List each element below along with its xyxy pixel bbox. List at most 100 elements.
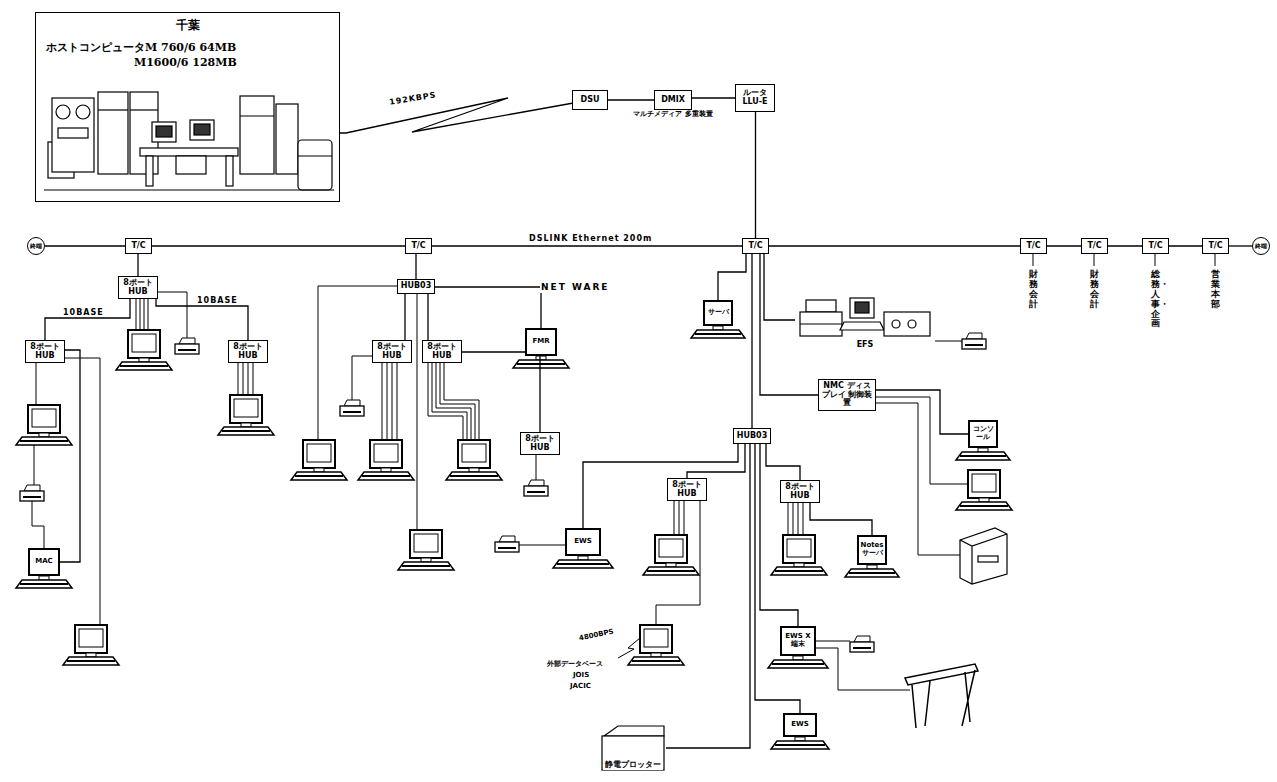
network-cable	[1169, 245, 1202, 246]
tc-box: T/C	[742, 238, 769, 254]
wire	[428, 362, 463, 440]
monitor	[75, 625, 107, 653]
network-cable	[1108, 245, 1142, 246]
node-text: 8ポート HUB	[121, 279, 155, 297]
wire	[397, 362, 398, 440]
computer-room-illustration	[298, 155, 332, 156]
wire	[432, 362, 467, 440]
pen-plotter-illustration	[912, 670, 975, 728]
dsu-box: DSU	[572, 90, 608, 110]
efs-machine-illustration	[840, 322, 884, 330]
hub-box: 8ポート HUB	[667, 478, 707, 501]
computer-room-illustration	[44, 92, 334, 190]
computer-room-illustration	[176, 156, 206, 174]
node-text: T/C	[1026, 242, 1040, 251]
pen-plotter-illustration	[905, 664, 978, 728]
node-text: Notes サーバ	[860, 542, 884, 557]
network-cable	[152, 245, 405, 246]
network-cable	[340, 98, 572, 133]
screen	[32, 409, 56, 427]
keyboard-keys	[775, 570, 823, 572]
network-cable	[666, 444, 750, 748]
screen	[79, 629, 103, 647]
hub-box: HUB03	[397, 279, 435, 294]
terminator: 終端	[1252, 237, 1270, 255]
monitor	[458, 440, 490, 468]
network-cable	[415, 254, 416, 279]
wire	[392, 362, 393, 440]
computer-room-illustration	[56, 105, 70, 119]
node-text: 8ポート HUB	[375, 343, 409, 361]
keyboard	[628, 657, 684, 665]
node-text: T/C	[1208, 242, 1222, 251]
efs-machine-illustration	[806, 300, 836, 312]
screen	[234, 399, 258, 417]
keyboard-keys	[20, 583, 68, 585]
keyboard-keys	[295, 475, 343, 477]
node-text: EFS	[855, 341, 876, 350]
network-os-label: NET WARE	[540, 283, 611, 293]
keyboard-keys	[632, 660, 680, 662]
printer-slot	[23, 496, 41, 498]
network-cable	[435, 287, 541, 328]
line-speed-label: 4800BPS	[578, 628, 616, 643]
computer-room-illustration	[194, 124, 210, 135]
wire	[1155, 254, 1156, 266]
screen	[462, 444, 486, 462]
node-text: 8ポート HUB	[28, 343, 62, 361]
keyboard	[691, 330, 745, 338]
wire	[444, 362, 479, 440]
keyboard	[358, 472, 414, 480]
wire	[248, 362, 249, 395]
keyboard	[116, 362, 172, 370]
screen	[972, 474, 996, 492]
monitor	[968, 470, 1000, 498]
printer	[175, 344, 199, 354]
plotter-illustration	[602, 726, 664, 770]
keyboard	[513, 360, 569, 368]
network-cable	[766, 444, 800, 480]
efs-machine: EFS	[795, 296, 935, 350]
keyboard	[398, 562, 454, 570]
node-text: コンソール	[971, 426, 995, 441]
screen	[414, 534, 438, 552]
wire	[144, 298, 145, 330]
screen	[374, 444, 398, 462]
computer-room-illustration	[140, 148, 238, 156]
efs-machine-illustration	[800, 298, 930, 336]
wire	[417, 294, 418, 530]
node-text: FMR	[532, 338, 549, 346]
wire	[34, 445, 35, 485]
efs-machine-illustration	[800, 312, 842, 336]
computer-room-illustration	[44, 189, 334, 190]
wire	[436, 362, 471, 440]
node-text: 8ポート HUB	[670, 481, 704, 499]
computer-room-illustration	[76, 105, 90, 119]
node-text: サーバ	[708, 309, 729, 317]
network-cable	[692, 97, 735, 98]
network-cable	[45, 299, 130, 340]
hub-box: HUB03	[733, 428, 771, 444]
printer-slot	[527, 491, 545, 493]
wire	[519, 545, 565, 546]
node-text: マルチメディア 多重装置	[633, 111, 712, 119]
wire	[238, 362, 239, 395]
network-cable	[60, 350, 80, 562]
node-text: T/C	[411, 242, 425, 251]
network-cable	[432, 245, 742, 246]
computer-room-illustration	[190, 120, 214, 140]
network-cable	[608, 99, 654, 100]
printer-paper	[179, 338, 195, 344]
wire	[816, 641, 850, 642]
network-cable	[462, 352, 540, 432]
large-printer-illustration	[960, 528, 1007, 584]
keyboard	[768, 660, 828, 668]
node-text: T/C	[748, 242, 762, 251]
network-cable	[760, 254, 818, 395]
node-text: ルータ LLU-E	[738, 89, 772, 107]
terminator: 終端	[27, 237, 45, 255]
computer-room-illustration	[130, 109, 158, 110]
monitor	[783, 535, 815, 563]
